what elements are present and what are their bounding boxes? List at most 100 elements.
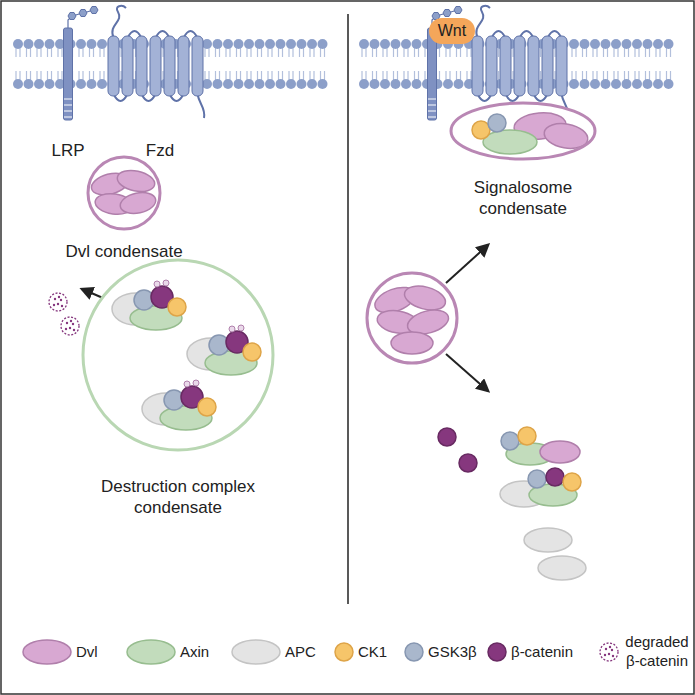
lipid-head [643, 79, 653, 89]
lipid-head [265, 79, 275, 89]
fzd-helix [164, 36, 175, 96]
lipid-head [632, 79, 642, 89]
lipid-head [611, 39, 621, 49]
lrp-stripe [64, 117, 72, 118]
legend-label: β-catenin [511, 643, 573, 662]
fzd-helix [472, 36, 483, 96]
condensate-ground [83, 260, 273, 450]
legend-swatch [488, 643, 506, 661]
lipid-head [255, 79, 265, 89]
fzd-helix [556, 36, 567, 96]
dvl-protein [115, 167, 156, 194]
degraded-fragment [612, 655, 614, 657]
degraded-fragment [608, 653, 610, 655]
degraded-fragment [69, 327, 71, 329]
label-anchor: Fzd [146, 140, 174, 161]
fzd-helix [178, 36, 189, 96]
lipid-head [45, 39, 55, 49]
degraded-fragment [60, 299, 62, 301]
lipid-head [601, 39, 611, 49]
lipid-head [664, 39, 674, 49]
condensate-outline [84, 153, 164, 233]
glycan [454, 7, 462, 14]
lipid-head [34, 79, 44, 89]
beta-catenin [438, 428, 456, 446]
lipid-head [622, 39, 632, 49]
axin-protein [483, 130, 537, 154]
glycan [79, 10, 87, 17]
lipid-head [255, 39, 265, 49]
degraded-outline [600, 643, 618, 661]
legend-label: degraded β-catenin [622, 633, 692, 671]
lipid-head [401, 79, 411, 89]
dvl-protein [540, 441, 580, 463]
legend-text-anchor: GSK3β [428, 643, 477, 662]
lipid-head [569, 39, 579, 49]
lipid-head [13, 39, 23, 49]
lipid-head [87, 39, 97, 49]
fzd-helix [500, 36, 511, 96]
beta-catenin [459, 454, 477, 472]
lrp-stripe [428, 117, 436, 118]
lipid-head [234, 39, 244, 49]
lipid-head [370, 79, 380, 89]
fzd-helix [542, 36, 553, 96]
ligand-shape: Wnt [429, 18, 475, 44]
beta-catenin [546, 468, 564, 486]
dvl-protein [402, 282, 448, 314]
lrp-stripe [64, 99, 72, 100]
condensate-label: Signalosome condensate [463, 177, 583, 220]
legend-swatch [405, 643, 423, 661]
gsk3b-kinase [488, 114, 506, 132]
degraded-outline [49, 293, 67, 311]
legend-text-anchor: Axin [180, 643, 209, 662]
degraded-fragment [54, 298, 56, 300]
phosphate [154, 281, 160, 287]
lipid-head [569, 79, 579, 89]
degraded-beta-catenin-icon [600, 643, 618, 661]
legend-swatch [23, 640, 71, 664]
lipid-head [318, 79, 328, 89]
lipid-head [276, 79, 286, 89]
lipid-head [391, 79, 401, 89]
legend-label: Dvl [76, 643, 98, 662]
fzd-helix [108, 36, 119, 96]
condensate-node: Destruction complex condensate [79, 256, 277, 519]
lipid-head [318, 39, 328, 49]
phosphate [229, 326, 235, 332]
lipid-head [412, 39, 422, 49]
dvl-protein [391, 332, 433, 354]
glycan [68, 13, 76, 20]
ck1-kinase [243, 343, 261, 361]
condensate-node: Dvl condensate [49, 153, 199, 262]
lipid-head [359, 39, 369, 49]
lipid-head [590, 79, 600, 89]
lrp-stripe [428, 111, 436, 112]
degraded-fragment [611, 649, 613, 651]
legend-swatch-frame [123, 636, 179, 668]
lipid-head [276, 39, 286, 49]
condensate-node: Signalosome condensate [447, 99, 599, 220]
lipid-head [13, 79, 23, 89]
lipid-head [97, 79, 107, 89]
fzd-helix [486, 36, 497, 96]
receptor-pair [64, 6, 205, 120]
lipid-head [632, 39, 642, 49]
fzd-helix [122, 36, 133, 96]
legend-text-anchor: APC [285, 643, 316, 662]
gsk3b-kinase [528, 470, 546, 488]
fzd-helix [136, 36, 147, 96]
lipid-head [286, 39, 296, 49]
lipid-head [87, 79, 97, 89]
lipid-head [643, 39, 653, 49]
lipid-head [97, 39, 107, 49]
degraded-fragment [58, 296, 60, 298]
degraded-fragment [72, 323, 74, 325]
lipid-head [265, 39, 275, 49]
legend-text-anchor: degraded β-catenin [622, 633, 692, 671]
degraded-beta-catenin-icon [61, 317, 79, 335]
condensate-ground [88, 157, 160, 229]
lipid-head [223, 39, 233, 49]
